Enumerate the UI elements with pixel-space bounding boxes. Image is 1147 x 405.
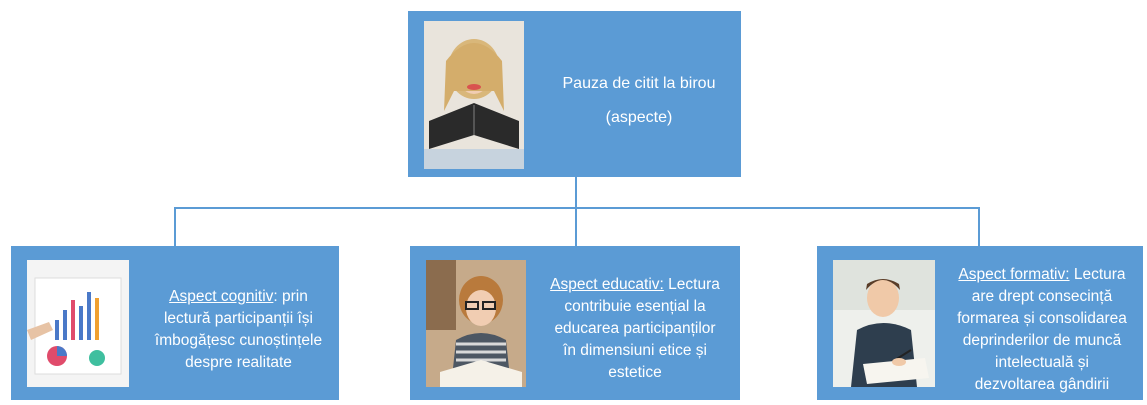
node-aspect-cognitiv: Aspect cognitiv: prin lectură participan… xyxy=(11,246,339,400)
educativ-line-1: Lectura xyxy=(663,276,720,293)
formativ-line-4: deprinderilor de muncă xyxy=(962,332,1122,349)
student-writing-photo xyxy=(833,260,935,387)
student-writing-icon xyxy=(833,260,935,387)
cognitiv-line-4: despre realitate xyxy=(185,354,292,371)
educativ-line-2: contribuie esențial la xyxy=(564,298,706,315)
educativ-line-4: în dimensiuni etice și xyxy=(563,342,707,359)
connector-root-down xyxy=(575,177,577,208)
connector-left-down xyxy=(174,207,176,246)
formativ-line-6: dezvoltarea gândirii xyxy=(974,376,1110,393)
formativ-line-5: intelectuală și xyxy=(995,354,1089,371)
formativ-line-3: formarea și consolidarea xyxy=(957,310,1127,327)
girl-reading-icon xyxy=(426,260,526,387)
formativ-label: Aspect formativ: xyxy=(958,266,1070,283)
root-node: Pauza de citit la birou (aspecte) xyxy=(408,11,741,177)
cognitiv-label: Aspect cognitiv xyxy=(169,288,274,305)
charts-photo xyxy=(27,260,129,387)
charts-icon xyxy=(27,260,129,387)
connector-right-down xyxy=(978,207,980,246)
woman-reading-photo xyxy=(424,21,524,169)
educativ-text: Aspect educativ: Lectura contribuie esen… xyxy=(534,274,736,384)
cognitiv-line-2: lectură participanții își xyxy=(163,310,314,327)
cognitiv-line-1: : prin xyxy=(273,288,308,305)
girl-reading-photo xyxy=(426,260,526,387)
connector-horizontal xyxy=(174,207,980,209)
node-aspect-educativ: Aspect educativ: Lectura contribuie esen… xyxy=(410,246,740,400)
formativ-text: Aspect formativ: Lectura are drept conse… xyxy=(939,264,1145,396)
formativ-line-2: are drept consecință xyxy=(971,288,1113,305)
educativ-line-5: estetice xyxy=(608,364,662,381)
cognitiv-text: Aspect cognitiv: prin lectură participan… xyxy=(141,286,336,374)
root-title-line1: Pauza de citit la birou xyxy=(562,75,716,92)
educativ-label: Aspect educativ: xyxy=(550,276,664,293)
node-aspect-formativ: Aspect formativ: Lectura are drept conse… xyxy=(817,246,1143,400)
formativ-line-1: Lectura xyxy=(1069,266,1126,283)
cognitiv-line-3: îmbogățesc cunoștințele xyxy=(154,332,323,349)
root-title: Pauza de citit la birou (aspecte) xyxy=(544,67,734,135)
connector-middle-down xyxy=(575,207,577,246)
woman-reading-icon xyxy=(424,21,524,169)
educativ-line-3: educarea participanților xyxy=(554,320,716,337)
root-title-line2: (aspecte) xyxy=(605,109,673,126)
